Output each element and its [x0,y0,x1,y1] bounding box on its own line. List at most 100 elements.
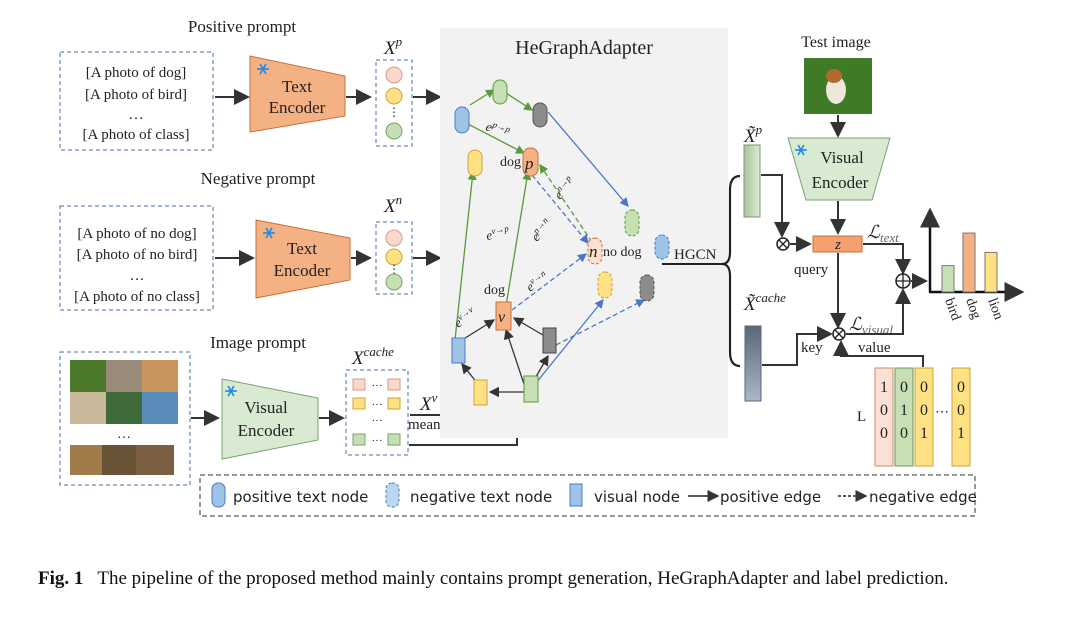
test-image [804,58,872,114]
label-column [894,367,914,467]
adapter-title: HeGraphAdapter [515,37,653,59]
label-column [914,367,934,467]
caption-label: Fig. 1 [38,568,84,589]
label-value: 0 [880,425,888,442]
xcache-tilde-label: X̃cache [743,290,786,315]
query-label: query [794,262,829,278]
xp-box [375,59,413,147]
graph-edges [454,89,646,398]
sum-icon [895,273,911,289]
negative-line: … [130,268,145,284]
node-label: v [498,309,506,326]
L-label: L [857,409,866,425]
label-value: 0 [880,402,888,419]
legend-item: visual node [594,488,680,506]
negative-prompt-title: Negative prompt [201,169,316,188]
encoder-label: Text [287,239,317,258]
legend-box [199,474,976,517]
z-label: z [834,237,841,253]
visual-encoder-test [787,137,891,201]
hgcn-label: HGCN [674,247,717,263]
tick-label: lion [984,296,1006,322]
svg-text:ev→p: ev→p [485,223,511,243]
encoder-label: Encoder [238,421,295,440]
positive-line: [A photo of class] [82,127,189,143]
label-value: 0 [900,425,908,442]
xcache-label: Xcache [351,344,394,369]
tick-label: dog [962,296,983,321]
image-prompt-title: Image prompt [210,333,306,352]
xcache-features: ··· ··· ··· ··· [352,378,401,447]
svg-text:⋮: ⋮ [388,262,400,276]
xn-box [375,221,413,295]
label-value: 1 [900,402,908,419]
pipeline-diagram: Positive prompt [A photo of dog] [A phot… [59,17,1025,517]
bar-bird [941,265,955,293]
positive-prompt-title: Positive prompt [188,17,296,36]
svg-text:···: ··· [372,415,383,427]
bar-dog [962,232,976,293]
xp-tilde-label: X̃p [743,122,763,147]
hegraphadapter-panel [440,28,728,438]
svg-text:···: ··· [372,435,383,447]
ellipsis: … [117,427,131,442]
label-value: 1 [880,379,888,396]
label-value: 1 [957,425,965,442]
svg-text:···: ··· [372,399,383,411]
value-label: value [858,340,891,356]
legend-item: positive text node [233,488,368,506]
encoder-label: Encoder [274,261,331,280]
tick-label: bird [941,296,963,322]
node-label: no dog [603,245,642,260]
encoder-label: Encoder [812,173,869,192]
label-value: 0 [900,379,908,396]
l-text-label: ℒtext [867,222,899,245]
key-label: key [801,340,823,356]
node-n [587,237,603,265]
negative-line: [A photo of no class] [74,289,200,305]
visual-nodes [451,301,557,406]
negative-line: [A photo of no dog] [77,226,196,242]
encoder-label: Encoder [269,98,326,117]
xp-label: Xp [383,34,403,59]
label-column [874,367,894,467]
svg-text:···: ··· [372,380,383,392]
label-value: 0 [957,379,965,396]
brace [721,174,741,368]
label-value: 1 [920,425,928,442]
legend-item: negative edge [869,488,977,506]
test-image-label: Test image [801,34,871,51]
xp-tilde-bar [743,144,761,218]
negative-prompt-box [59,205,214,311]
label-value: 0 [920,379,928,396]
node-v [495,301,512,331]
label-value: 0 [920,402,928,419]
positive-line: [A photo of dog] [86,65,186,81]
text-nodes [454,79,670,302]
positive-text-node-icon [211,482,226,508]
svg-text:⋮: ⋮ [388,105,400,119]
node-label: p [524,154,534,173]
negative-line: [A photo of no bird] [77,247,198,263]
legend-item: negative text node [410,488,552,506]
label-column [951,367,971,467]
node-label: dog [484,283,505,298]
visual-encoder-prompt [221,378,319,460]
multiply-icon [776,237,790,251]
image-prompt-box [59,351,191,486]
positive-line: … [129,107,144,123]
text-encoder-positive [249,55,346,133]
positive-line: [A photo of bird] [85,87,187,103]
bar-lion [984,251,998,293]
text-encoder-negative [255,219,351,299]
node-label: n [589,242,598,261]
label-value: 0 [957,402,965,419]
node-p [522,147,539,177]
xcache-box [345,369,409,456]
encoder-label: Visual [820,148,864,167]
xv-label: Xv [419,390,438,415]
